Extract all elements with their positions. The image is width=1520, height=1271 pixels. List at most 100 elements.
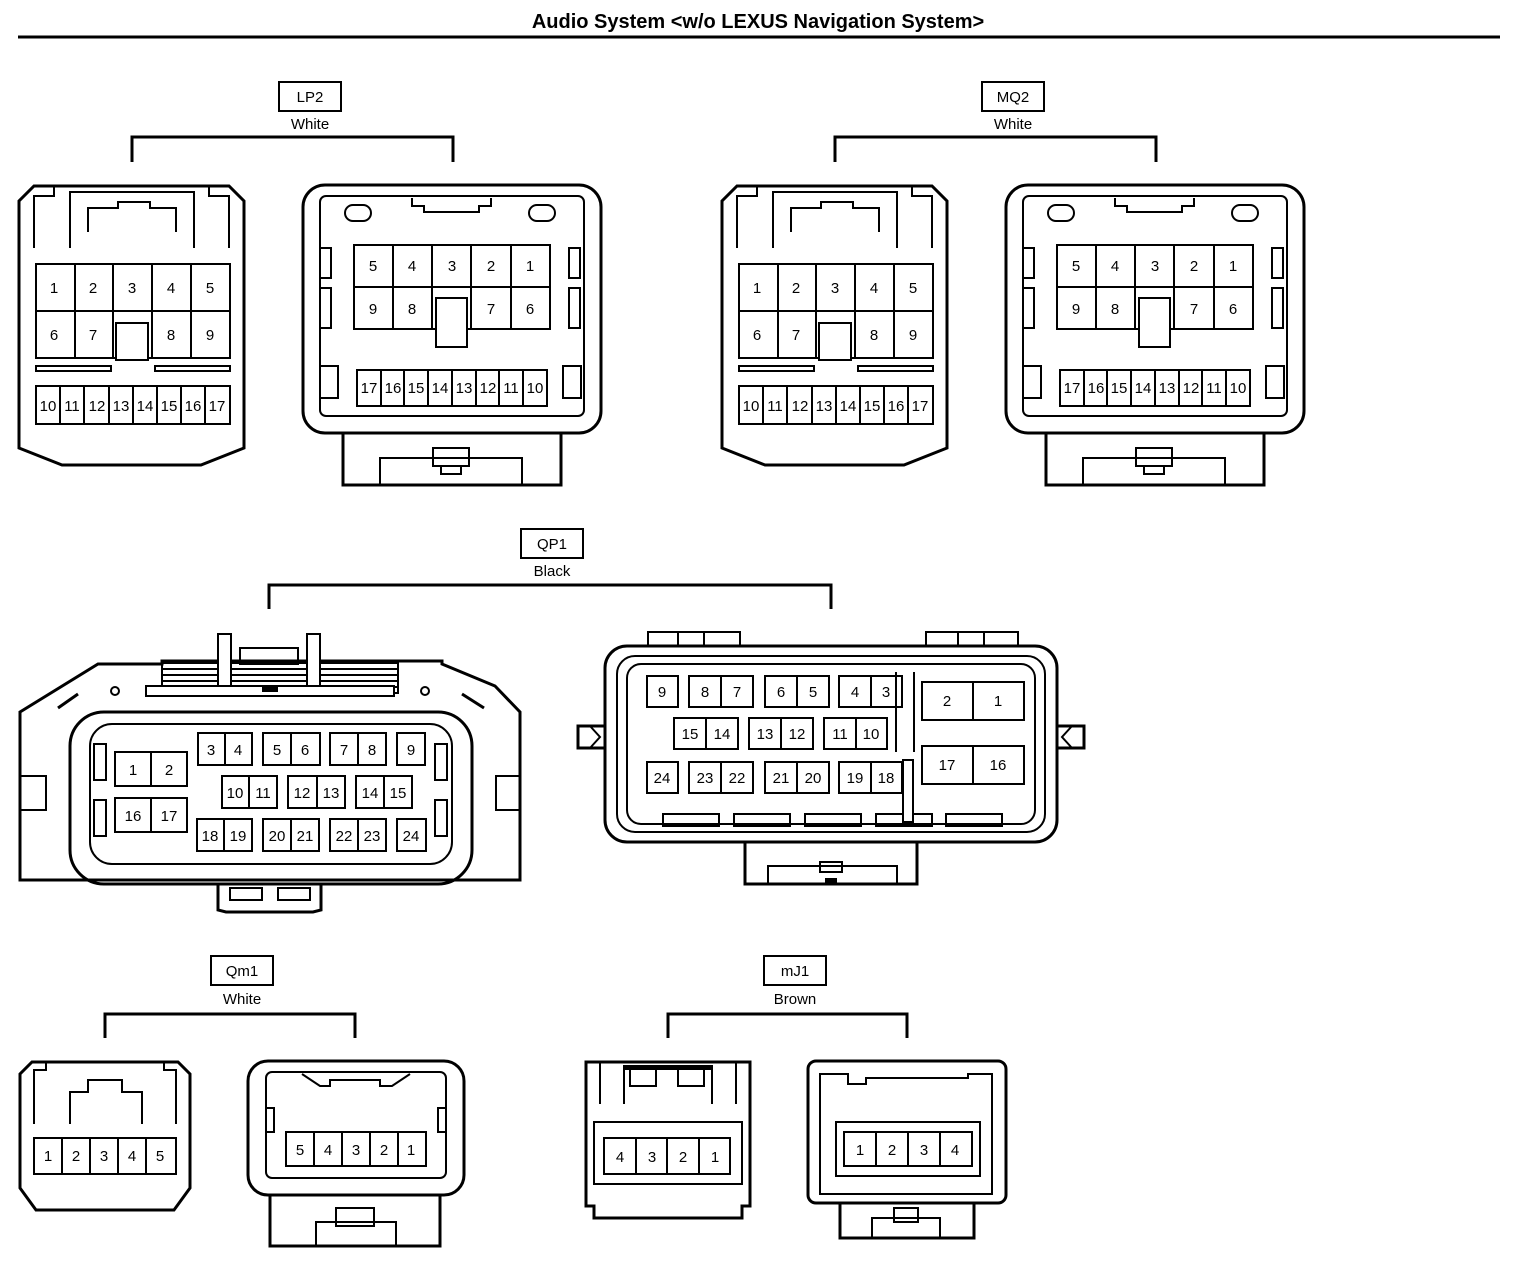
pin-label: 13 [323, 785, 340, 802]
pin-label: 3 [207, 742, 215, 759]
pin-label: 15 [161, 398, 178, 415]
pin-label: 12 [792, 398, 809, 415]
pin-label: 5 [1072, 258, 1080, 275]
pin-label: 10 [527, 380, 544, 397]
pin-label: 14 [432, 380, 449, 397]
pin-label: 3 [882, 684, 890, 701]
pin-label: 5 [809, 684, 817, 701]
pin-label: 15 [682, 726, 699, 743]
connector-color: Brown [774, 991, 817, 1008]
pin-label: 8 [870, 327, 878, 344]
pin-label: 3 [831, 280, 839, 297]
pin-label: 20 [269, 828, 286, 845]
pin-label: 14 [137, 398, 154, 415]
connector-bracket [833, 135, 1158, 162]
pin-label: 8 [368, 742, 376, 759]
pin-label: 13 [757, 726, 774, 743]
connector-bracket [103, 1012, 357, 1038]
pin-label: 9 [206, 327, 214, 344]
pin-label: 11 [255, 785, 271, 802]
connector-mj1: mJ1 Brown 4 3 2 1 [584, 955, 1008, 1240]
pin-label: 1 [50, 280, 58, 297]
pin-label: 17 [912, 398, 929, 415]
pin-label: 14 [714, 726, 731, 743]
pin-label: 5 [296, 1142, 304, 1159]
pin-label: 4 [408, 258, 416, 275]
pin-label: 6 [1229, 301, 1237, 318]
pin-label: 18 [202, 828, 219, 845]
connector-code-box [278, 81, 342, 112]
connector-qm1: Qm1 White 1 2 3 4 5 [18, 955, 466, 1248]
pin-label: 11 [64, 398, 80, 415]
male-connector-mq2: 1 2 3 4 5 6 7 8 9 10 11 12 13 14 15 16 1… [720, 184, 949, 467]
pin-label: 10 [227, 785, 244, 802]
connector-code-box [210, 955, 274, 986]
pin-label: 14 [1135, 380, 1152, 397]
pin-label: 1 [129, 762, 137, 779]
pin-label: 17 [939, 757, 956, 774]
pin-label: 12 [789, 726, 806, 743]
pin-label: 15 [390, 785, 407, 802]
male-connector-mj1: 4 3 2 1 [584, 1060, 752, 1220]
pin-label: 2 [1190, 258, 1198, 275]
pin-label: 4 [1111, 258, 1119, 275]
connector-qp1: QP1 Black [18, 528, 1086, 914]
pin-label: 3 [352, 1142, 360, 1159]
pin-label: 23 [364, 828, 381, 845]
male-connector-qm1: 1 2 3 4 5 [18, 1060, 192, 1212]
pin-label: 9 [658, 684, 666, 701]
pin-label: 7 [340, 742, 348, 759]
pin-label: 4 [167, 280, 175, 297]
connector-bracket [666, 1012, 909, 1038]
connector-code: MQ2 [997, 89, 1030, 106]
pin-label: 8 [1111, 301, 1119, 318]
female-connector-qm1: 5 4 3 2 1 [246, 1059, 466, 1248]
pin-label: 4 [324, 1142, 332, 1159]
pin-label: 17 [209, 398, 226, 415]
connector-bracket [130, 135, 455, 162]
pin-label: 14 [840, 398, 857, 415]
connector-code-box [763, 955, 827, 986]
pin-label: 1 [44, 1148, 52, 1165]
pin-label: 6 [301, 742, 309, 759]
pin-label: 4 [870, 280, 878, 297]
pin-label: 3 [128, 280, 136, 297]
pin-label: 9 [909, 327, 917, 344]
pin-label: 2 [487, 258, 495, 275]
pin-label: 10 [863, 726, 880, 743]
pin-label: 3 [448, 258, 456, 275]
female-connector-mq2: 5 4 3 2 1 9 8 7 6 17 16 15 14 13 12 11 1… [1004, 183, 1306, 487]
pin-label: 1 [994, 693, 1002, 710]
pin-label: 22 [729, 770, 746, 787]
pin-label: 21 [773, 770, 790, 787]
pin-label: 1 [1229, 258, 1237, 275]
connector-code: Qm1 [226, 963, 259, 980]
male-connector-qp1: 1 2 16 17 3 4 5 6 7 8 9 10 11 12 13 14 1… [18, 633, 522, 914]
pin-label: 2 [380, 1142, 388, 1159]
pin-label: 2 [943, 693, 951, 710]
pin-label: 24 [403, 828, 420, 845]
female-connector-mj1: 1 2 3 4 [806, 1059, 1008, 1240]
pin-label: 5 [156, 1148, 164, 1165]
pin-label: 2 [165, 762, 173, 779]
pin-label: 24 [654, 770, 671, 787]
pin-label: 8 [408, 301, 416, 318]
pin-label: 12 [480, 380, 497, 397]
pin-label: 6 [753, 327, 761, 344]
pin-label: 3 [920, 1142, 928, 1159]
pin-label: 4 [951, 1142, 959, 1159]
pin-label: 22 [336, 828, 353, 845]
pin-label: 23 [697, 770, 714, 787]
pin-label: 1 [753, 280, 761, 297]
pin-label: 7 [792, 327, 800, 344]
pin-label: 11 [767, 398, 783, 415]
pin-label: 4 [851, 684, 859, 701]
pin-label: 1 [711, 1149, 719, 1166]
connector-code: LP2 [297, 89, 324, 106]
pin-label: 4 [234, 742, 242, 759]
pin-label: 9 [1072, 301, 1080, 318]
connector-code-box [981, 81, 1045, 112]
pin-label: 7 [1190, 301, 1198, 318]
pin-label: 4 [128, 1148, 136, 1165]
